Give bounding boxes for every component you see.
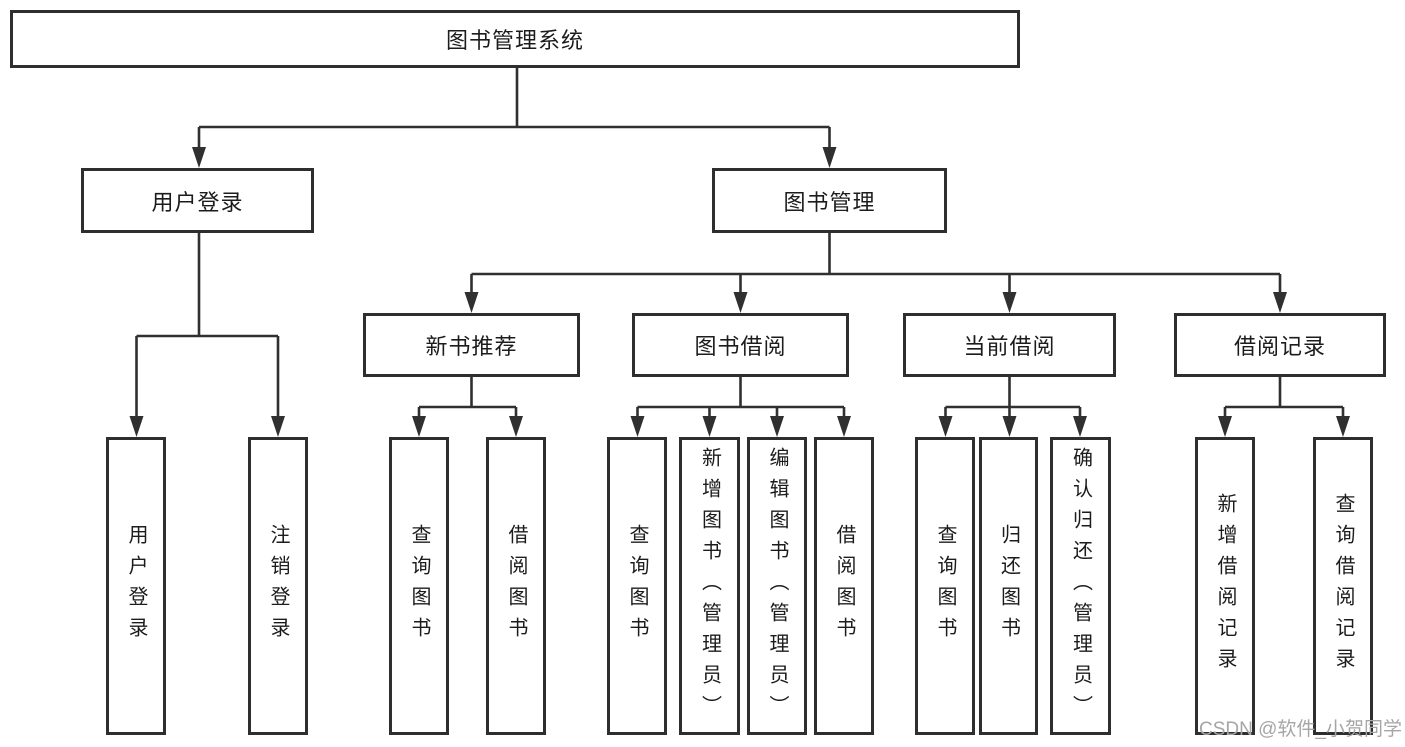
leaf-query-borrow-record-label: 查询借阅记录 [1332, 493, 1354, 679]
leaf-borrow-books-2: 借阅图书 [814, 437, 874, 735]
node-new-book-recommend: 新书推荐 [363, 313, 580, 377]
node-borrowing-records-label: 借阅记录 [1233, 334, 1326, 359]
arrowheads [129, 147, 1350, 437]
leaf-query-books-2: 查询图书 [607, 437, 667, 735]
node-new-book-recommend-label: 新书推荐 [425, 334, 518, 359]
leaf-logout-label: 注销登录 [267, 524, 289, 648]
leaf-edit-books-admin: 编辑图书（管理员） [747, 437, 807, 735]
leaf-query-books-3: 查询图书 [915, 437, 975, 735]
csdn-watermark: CSDN @软件_小贺同学 [1199, 719, 1402, 740]
leaf-query-books-2-label: 查询图书 [626, 524, 648, 648]
leaf-user-login: 用户登录 [106, 437, 166, 735]
leaf-confirm-return-admin: 确认归还（管理员） [1050, 437, 1111, 735]
leaf-add-borrow-record: 新增借阅记录 [1195, 437, 1255, 735]
leaf-query-books-1-label: 查询图书 [408, 524, 430, 648]
node-book-management-label: 图书管理 [783, 189, 876, 215]
node-book-management: 图书管理 [712, 168, 947, 233]
leaf-add-books-admin-label: 新增图书（管理员） [698, 446, 721, 726]
leaf-add-books-admin: 新增图书（管理员） [679, 437, 740, 735]
node-user-login-label: 用户登录 [151, 189, 244, 215]
leaf-query-books-1: 查询图书 [389, 437, 449, 735]
leaf-add-borrow-record-label: 新增借阅记录 [1214, 493, 1236, 679]
leaf-confirm-return-admin-label: 确认归还（管理员） [1069, 446, 1092, 726]
leaf-logout: 注销登录 [248, 437, 308, 735]
leaf-edit-books-admin-label: 编辑图书（管理员） [766, 446, 788, 726]
leaf-borrow-books-1: 借阅图书 [486, 437, 546, 735]
leaf-user-login-label: 用户登录 [125, 524, 147, 648]
leaf-return-books-label: 归还图书 [997, 524, 1020, 648]
node-current-borrowing-label: 当前借阅 [963, 334, 1056, 359]
node-current-borrowing: 当前借阅 [903, 313, 1116, 377]
node-book-borrowing: 图书借阅 [632, 313, 849, 377]
leaf-borrow-books-1-label: 借阅图书 [505, 524, 527, 648]
node-borrowing-records: 借阅记录 [1174, 313, 1386, 377]
leaf-query-borrow-record: 查询借阅记录 [1313, 437, 1373, 735]
leaf-query-books-3-label: 查询图书 [934, 524, 956, 648]
leaf-borrow-books-2-label: 借阅图书 [833, 524, 855, 648]
node-book-borrowing-label: 图书借阅 [694, 334, 787, 359]
leaf-return-books: 归还图书 [979, 437, 1038, 735]
node-user-login: 用户登录 [81, 168, 314, 233]
node-root-system: 图书管理系统 [10, 10, 1020, 68]
node-root-system-label: 图书管理系统 [445, 28, 584, 53]
